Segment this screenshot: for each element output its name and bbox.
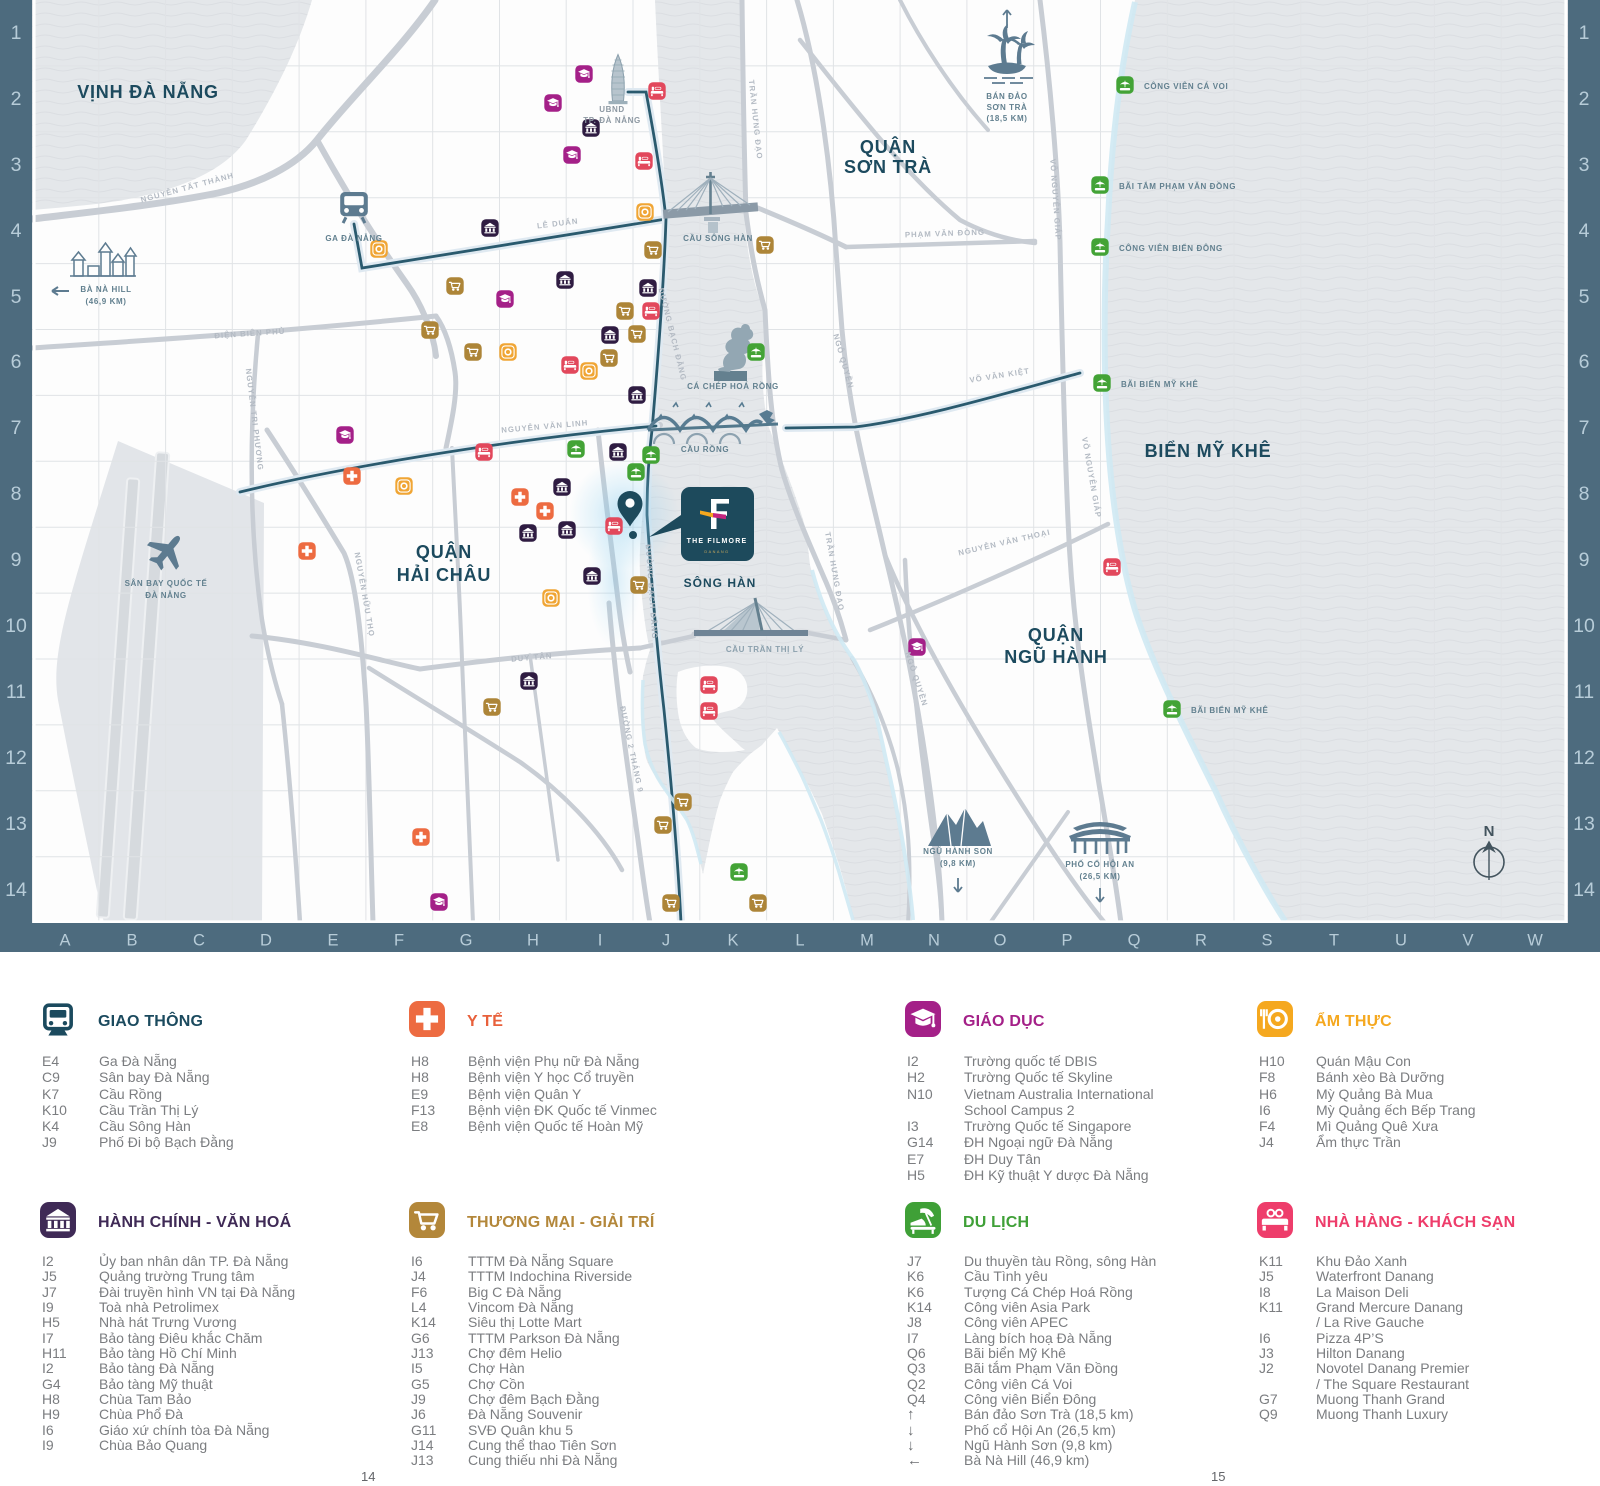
svg-text:PHẠM VĂN ĐỒNG: PHẠM VĂN ĐỒNG [905, 227, 985, 240]
svg-text:C: C [193, 932, 205, 950]
svg-text:CÔNG VIÊN CÁ VOI: CÔNG VIÊN CÁ VOI [1144, 82, 1228, 91]
svg-text:N: N [1484, 823, 1495, 840]
svg-text:QUẬN: QUẬN [416, 541, 472, 562]
svg-text:(46,9 KM): (46,9 KM) [86, 297, 127, 306]
svg-text:SƠN TRÀ: SƠN TRÀ [987, 103, 1028, 112]
svg-text:HẢI CHÂU: HẢI CHÂU [397, 564, 491, 585]
svg-text:5: 5 [1579, 286, 1590, 308]
svg-text:A: A [59, 932, 70, 950]
svg-text:O: O [994, 932, 1007, 950]
svg-text:TP. ĐÀ NẴNG: TP. ĐÀ NẴNG [583, 116, 641, 125]
svg-text:NGŨ HÀNH SON: NGŨ HÀNH SON [923, 847, 993, 856]
svg-text:BÁN ĐẢO: BÁN ĐẢO [986, 92, 1028, 101]
svg-text:M: M [860, 932, 874, 950]
svg-text:13: 13 [5, 813, 27, 835]
svg-text:3: 3 [1579, 154, 1590, 176]
svg-text:12: 12 [1573, 747, 1595, 769]
svg-text:V: V [1462, 932, 1473, 950]
svg-text:14: 14 [5, 879, 27, 901]
svg-text:BÃI BIỂN MỸ KHÊ: BÃI BIỂN MỸ KHÊ [1121, 380, 1199, 389]
svg-text:7: 7 [11, 417, 22, 439]
svg-text:THE FILMORE: THE FILMORE [687, 538, 748, 545]
svg-text:DANANG: DANANG [704, 550, 729, 554]
svg-text:11: 11 [1574, 681, 1594, 703]
svg-text:U: U [1395, 932, 1407, 950]
svg-text:VỊNH ĐÀ NẴNG: VỊNH ĐÀ NẴNG [77, 81, 219, 102]
svg-text:QUẬN: QUẬN [1028, 624, 1084, 645]
svg-text:7: 7 [1579, 417, 1590, 439]
svg-text:L: L [795, 932, 804, 950]
svg-text:(9,8 KM): (9,8 KM) [940, 859, 976, 868]
svg-text:CẦU RỒNG: CẦU RỒNG [681, 444, 729, 454]
svg-text:GA ĐÀ NẴNG: GA ĐÀ NẴNG [325, 234, 382, 243]
svg-text:BÃI BIỂN MỸ KHÊ: BÃI BIỂN MỸ KHÊ [1191, 706, 1269, 715]
svg-text:B: B [126, 932, 137, 950]
svg-text:6: 6 [1579, 351, 1590, 373]
svg-text:N: N [928, 932, 940, 950]
svg-text:ĐÀ NẴNG: ĐÀ NẴNG [145, 591, 187, 600]
svg-text:SÂN BAY QUỐC TẾ: SÂN BAY QUỐC TẾ [125, 578, 208, 588]
svg-text:4: 4 [1579, 220, 1590, 242]
svg-text:10: 10 [1573, 615, 1595, 637]
svg-text:5: 5 [11, 286, 22, 308]
svg-text:NGŨ HÀNH: NGŨ HÀNH [1004, 646, 1107, 667]
svg-text:W: W [1527, 932, 1543, 950]
svg-text:2: 2 [1579, 88, 1590, 110]
svg-text:10: 10 [5, 615, 27, 637]
svg-text:DUY TÂN: DUY TÂN [511, 651, 553, 664]
svg-text:UBND: UBND [599, 105, 625, 114]
svg-text:3: 3 [11, 154, 22, 176]
svg-text:6: 6 [11, 351, 22, 373]
svg-text:H: H [527, 932, 539, 950]
svg-text:F: F [394, 932, 404, 950]
svg-text:1: 1 [11, 22, 22, 44]
svg-text:I: I [598, 932, 603, 950]
svg-text:(26,5 KM): (26,5 KM) [1080, 872, 1121, 881]
svg-text:R: R [1195, 932, 1207, 950]
svg-text:1: 1 [1579, 22, 1590, 44]
svg-text:12: 12 [5, 747, 27, 769]
svg-text:P: P [1061, 932, 1072, 950]
svg-text:9: 9 [11, 549, 22, 571]
svg-text:14: 14 [1573, 879, 1595, 901]
svg-text:T: T [1329, 932, 1339, 950]
svg-text:2: 2 [11, 88, 22, 110]
svg-text:CÔNG VIÊN BIỂN ĐÔNG: CÔNG VIÊN BIỂN ĐÔNG [1119, 244, 1223, 253]
svg-text:4: 4 [11, 220, 22, 242]
svg-text:SÔNG HÀN: SÔNG HÀN [684, 575, 757, 590]
svg-text:CẦU TRẦN THỊ LÝ: CẦU TRẦN THỊ LÝ [726, 644, 804, 654]
svg-text:8: 8 [1579, 483, 1590, 505]
svg-text:(18,5 KM): (18,5 KM) [987, 114, 1028, 123]
svg-text:E: E [327, 932, 338, 950]
svg-text:8: 8 [11, 483, 22, 505]
svg-text:D: D [260, 932, 272, 950]
svg-text:J: J [662, 932, 670, 950]
svg-text:SƠN TRÀ: SƠN TRÀ [844, 156, 932, 177]
svg-text:BÀ NÀ HILL: BÀ NÀ HILL [80, 285, 131, 294]
svg-text:K: K [727, 932, 738, 950]
svg-text:QUẬN: QUẬN [860, 136, 916, 157]
svg-text:PHỐ CỔ HỘI AN: PHỐ CỔ HỘI AN [1065, 859, 1134, 869]
svg-text:S: S [1261, 932, 1272, 950]
svg-text:13: 13 [1573, 813, 1595, 835]
svg-text:CẦU SÔNG HÀN: CẦU SÔNG HÀN [683, 233, 753, 243]
svg-text:CÁ CHÉP HOÁ RỒNG: CÁ CHÉP HOÁ RỒNG [687, 381, 779, 391]
svg-text:G: G [460, 932, 473, 950]
svg-text:BÃI TẮM PHẠM VĂN ĐỒNG: BÃI TẮM PHẠM VĂN ĐỒNG [1119, 181, 1236, 191]
svg-text:11: 11 [6, 681, 26, 703]
svg-text:BIỂN MỸ KHÊ: BIỂN MỸ KHÊ [1145, 440, 1272, 461]
svg-text:9: 9 [1579, 549, 1590, 571]
svg-text:Q: Q [1128, 932, 1141, 950]
